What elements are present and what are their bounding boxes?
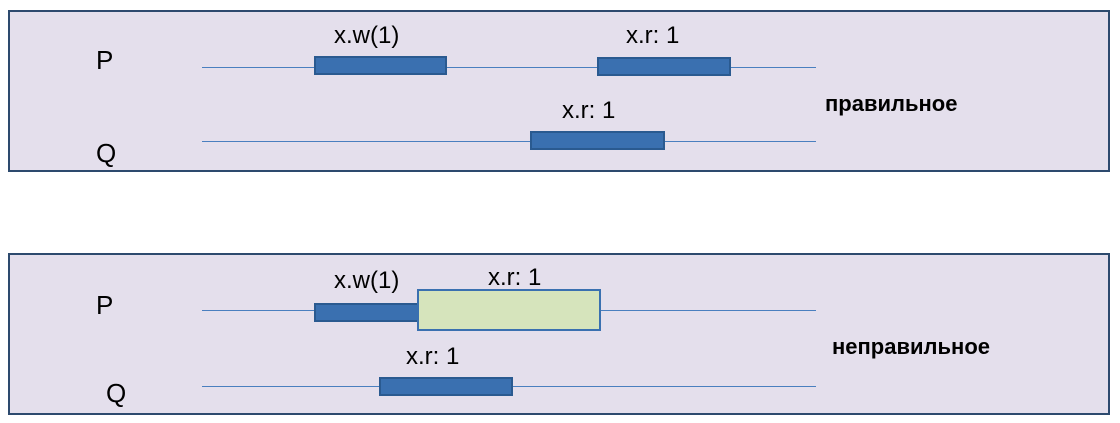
- q-read-label: x.r: 1: [562, 97, 616, 124]
- q-read-op: [379, 377, 513, 396]
- q-read-op: [530, 131, 665, 150]
- p-write-op: [314, 56, 447, 75]
- q-read-label: x.r: 1: [406, 343, 460, 370]
- process-p-label: P: [96, 290, 114, 320]
- p-write-label: x.w(1): [334, 267, 400, 294]
- process-q-timeline: [202, 141, 816, 142]
- incorrect-history-panel: [8, 253, 1110, 415]
- p-read-label: x.r: 1: [488, 264, 542, 291]
- p-read-op: [597, 57, 731, 76]
- process-q-label: Q: [106, 378, 127, 408]
- process-p-label: P: [96, 45, 114, 75]
- p-read-label: x.r: 1: [626, 22, 680, 49]
- p-write-label: x.w(1): [334, 22, 400, 49]
- verdict-incorrect: неправильное: [832, 334, 990, 359]
- process-p-timeline: [202, 67, 816, 68]
- p-read-op: [417, 289, 601, 331]
- verdict-correct: правильное: [825, 91, 958, 116]
- p-write-op: [314, 303, 420, 322]
- process-q-label: Q: [96, 138, 117, 168]
